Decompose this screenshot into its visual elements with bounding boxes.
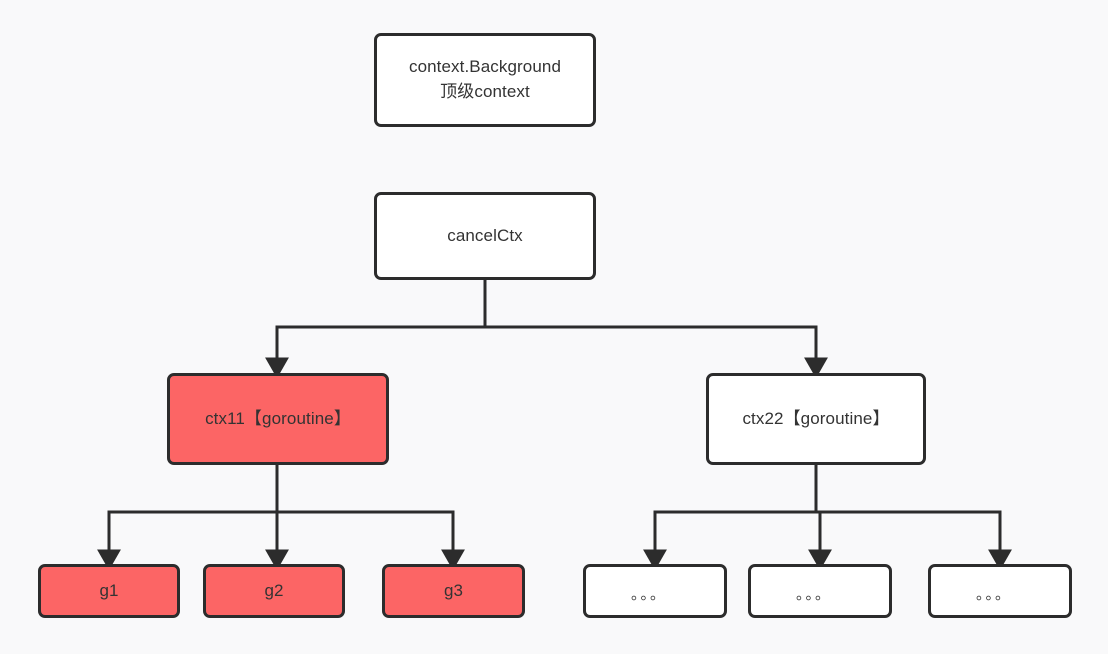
node-label: cancelCtx <box>447 225 523 245</box>
node-g1[interactable]: g1 <box>38 564 180 618</box>
node-label: ctx11【goroutine】 <box>205 408 351 428</box>
edge-ctx22-to-goroutines <box>643 463 1012 571</box>
node-ctx11[interactable]: ctx11【goroutine】 <box>167 373 389 465</box>
node-label: 。。。 <box>795 586 832 604</box>
node-label: g1 <box>99 580 119 600</box>
node-ctx22-child-3[interactable]: 。。。 <box>928 564 1072 618</box>
node-label: g3 <box>443 580 464 600</box>
node-ctx22-child-1[interactable]: 。。。 <box>583 564 727 618</box>
node-cancelctx[interactable]: cancelCtx <box>374 192 596 280</box>
node-label: g2 <box>264 580 284 600</box>
node-label: ctx22【goroutine】 <box>742 408 890 428</box>
node-label: 。。。 <box>630 586 667 604</box>
node-g3[interactable]: g3 <box>382 564 525 618</box>
node-ctx22[interactable]: ctx22【goroutine】 <box>706 373 926 465</box>
edge-cancelctx-to-children <box>265 278 828 379</box>
node-g2[interactable]: g2 <box>203 564 345 618</box>
node-context-background[interactable]: context.Background 顶级context <box>374 33 596 127</box>
node-label: 。。。 <box>975 586 1012 604</box>
node-ctx22-child-2[interactable]: 。。。 <box>748 564 892 618</box>
node-label: context.Background 顶级context <box>408 57 562 101</box>
edge-ctx11-to-goroutines <box>97 463 465 571</box>
